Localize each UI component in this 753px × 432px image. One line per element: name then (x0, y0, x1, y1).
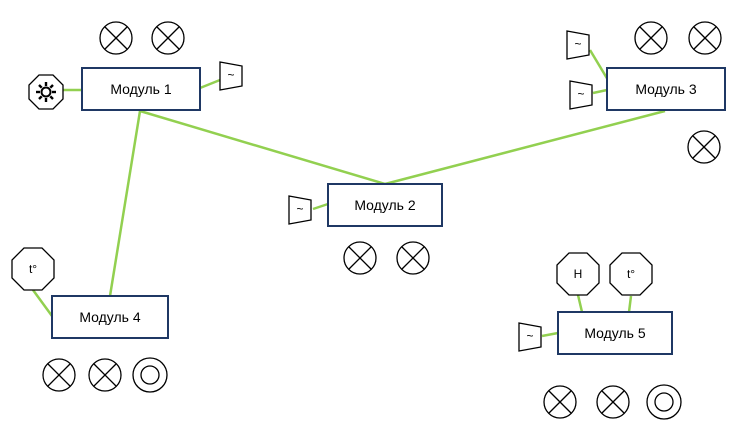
lamp-icon[interactable] (343, 241, 377, 275)
temperature-glyph: t° (627, 267, 635, 281)
module-4-label: Модуль 4 (79, 309, 141, 325)
socket-icon[interactable] (646, 384, 682, 420)
stub-hum-m5 (576, 294, 584, 313)
module-5-box (557, 311, 673, 355)
module-1-box (81, 67, 201, 111)
generator-icon[interactable]: ~ (288, 195, 312, 225)
socket-icon[interactable] (132, 357, 168, 393)
stub-gen-m1 (199, 78, 221, 90)
generator-glyph: ~ (296, 202, 303, 216)
stub-gen1-m3 (588, 49, 610, 81)
module-2-label: Модуль 2 (354, 197, 416, 213)
stub-gen-m5 (541, 331, 559, 338)
temperature-sensor-icon[interactable]: t° (11, 247, 55, 291)
module-links (108, 109, 666, 297)
generator-icon[interactable]: ~ (569, 80, 593, 110)
lamp-icon[interactable] (396, 241, 430, 275)
module-3-label: Модуль 3 (635, 81, 697, 97)
gear-icon[interactable] (28, 74, 64, 110)
generator-glyph: ~ (574, 37, 581, 51)
stub-temp-m5 (627, 295, 633, 313)
lamp-icon[interactable] (634, 21, 668, 55)
temperature-sensor-icon[interactable]: t° (609, 252, 653, 296)
link-m1-m4 (108, 110, 142, 297)
link-m2-m3 (384, 109, 666, 186)
generator-icon[interactable]: ~ (518, 322, 542, 352)
humidity-glyph: H (574, 267, 583, 281)
lamp-icon[interactable] (151, 21, 185, 55)
lamp-icon[interactable] (596, 385, 630, 419)
lamp-icon[interactable] (687, 130, 721, 164)
stub-gen2-m3 (592, 88, 608, 95)
stub-gen-m2 (312, 202, 329, 211)
temperature-glyph: t° (29, 262, 37, 276)
generator-glyph: ~ (227, 68, 234, 82)
generator-icon[interactable]: ~ (566, 30, 590, 60)
stub-temp-m4 (31, 289, 54, 317)
generator-icons: ~ ~ ~ ~ ~ (219, 30, 593, 352)
module-1-label: Модуль 1 (110, 81, 172, 97)
socket-icons (132, 357, 682, 420)
lamp-icon[interactable] (543, 385, 577, 419)
lamp-icons (42, 21, 722, 419)
module-1[interactable]: Модуль 1 (81, 67, 201, 111)
lamp-icon[interactable] (42, 358, 76, 392)
generator-icon[interactable]: ~ (219, 61, 243, 91)
generator-glyph: ~ (526, 329, 533, 343)
generator-glyph: ~ (577, 87, 584, 101)
module-3-box (606, 67, 726, 111)
sensor-links (31, 49, 633, 338)
module-4-box (51, 295, 169, 339)
module-3[interactable]: Модуль 3 (606, 67, 726, 111)
link-m1-m2 (139, 109, 386, 186)
module-5-label: Модуль 5 (584, 325, 646, 341)
humidity-sensor-icon[interactable]: H (556, 252, 600, 296)
gear-icon-teeth (36, 82, 56, 102)
octagon-sensors: t° H t° (11, 74, 653, 296)
lamp-icon[interactable] (688, 21, 722, 55)
module-4[interactable]: Модуль 4 (51, 295, 169, 339)
module-5[interactable]: Модуль 5 (557, 311, 673, 355)
lamp-icon[interactable] (88, 358, 122, 392)
lamp-icon[interactable] (99, 21, 133, 55)
module-2-box (327, 183, 443, 227)
module-2[interactable]: Модуль 2 (327, 183, 443, 227)
